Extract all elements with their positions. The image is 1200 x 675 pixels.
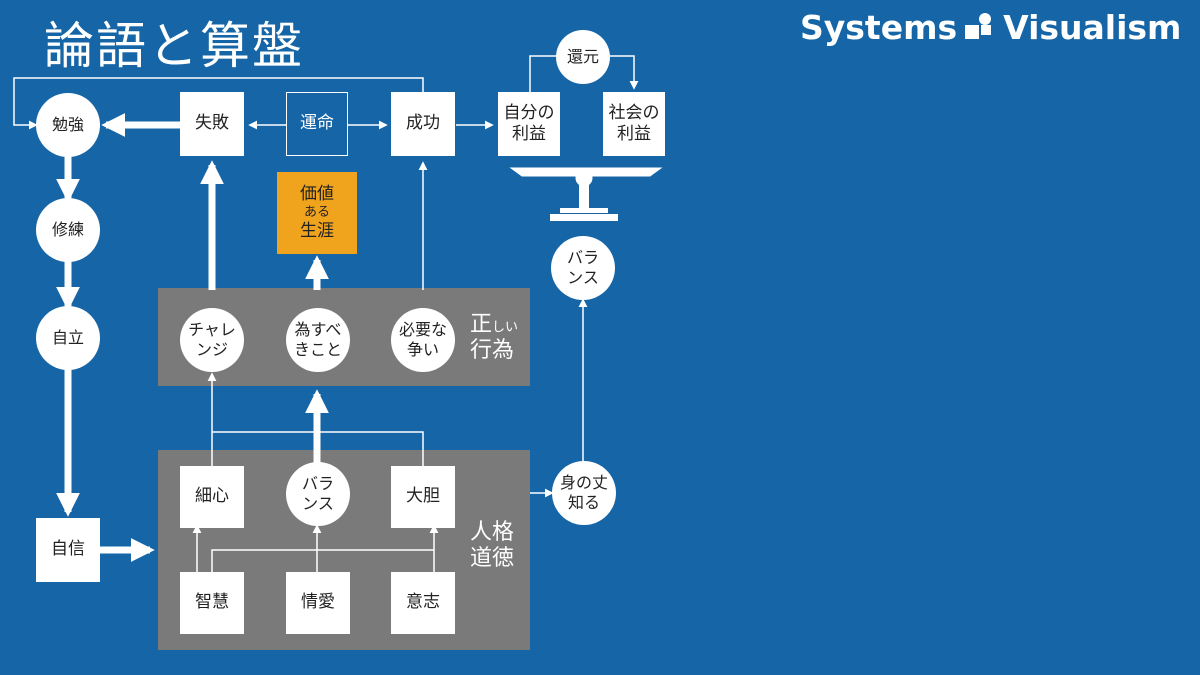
node-kachi-aru-shogai: 価値 ある 生涯	[277, 172, 357, 254]
node-hitsuyo-arasoi: 必要な 争い	[391, 308, 455, 372]
node-joai: 情愛	[286, 572, 350, 634]
page-title: 論語と算盤	[44, 17, 304, 75]
node-shuren: 修練	[36, 198, 100, 262]
balance-scale-icon	[509, 167, 663, 221]
node-benkyo: 勉強	[36, 93, 100, 157]
arrow-kangen-shakai	[608, 55, 639, 90]
node-jibun-rieki: 自分の 利益	[498, 92, 560, 156]
brand-logo: Systems Visualism	[800, 8, 1181, 47]
panel-label-tadashii-koui: 正しい 行為	[470, 312, 519, 364]
node-ishi: 意志	[391, 572, 455, 634]
systems-visualism-logo-icon	[965, 12, 995, 43]
node-minotake-shiru: 身の丈 知る	[552, 461, 616, 525]
line-joai-link	[211, 549, 435, 572]
brand-text-systems: Systems	[800, 8, 958, 47]
node-seiko: 成功	[391, 92, 455, 156]
node-chie: 智慧	[180, 572, 244, 634]
node-balance-top: バラ ンス	[551, 236, 615, 300]
node-jiritsu: 自立	[36, 306, 100, 370]
node-shippai: 失敗	[180, 92, 244, 156]
node-daitan: 大胆	[391, 466, 455, 528]
line-jibun-kangen	[529, 55, 558, 92]
brand-text-visualism: Visualism	[1003, 8, 1182, 47]
node-nasubeki-koto: 為すべ きこと	[286, 308, 350, 372]
node-jishin: 自信	[36, 518, 100, 582]
node-saishin: 細心	[180, 466, 244, 528]
node-balance-mid: バラ ンス	[286, 462, 350, 526]
node-unmei: 運命	[286, 92, 348, 156]
node-shakai-rieki: 社会の 利益	[603, 92, 665, 156]
panel-label-jinkaku-dotoku: 人格 道徳	[470, 520, 515, 572]
loop-seiko-to-benkyo	[13, 77, 424, 130]
line-bracket-top	[212, 431, 424, 470]
node-challenge: チャレ ンジ	[180, 308, 244, 372]
node-kangen: 還元	[556, 30, 610, 84]
